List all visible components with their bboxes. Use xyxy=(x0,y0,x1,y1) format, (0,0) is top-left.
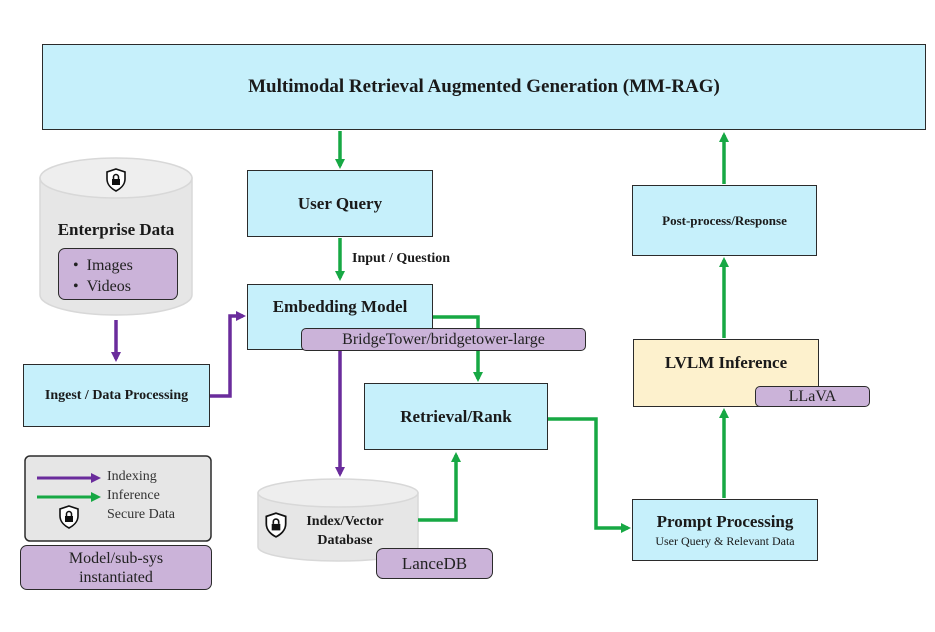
postprocess-box: Post-process/Response xyxy=(632,185,817,256)
enterprise-item-images: • Images xyxy=(73,257,133,274)
enterprise-item-videos: • Videos xyxy=(73,278,131,295)
lock-shield-icon xyxy=(103,168,129,192)
input-question-label: Input / Question xyxy=(352,251,451,266)
legend-model-subsys-tag: Model/sub-sys instantiated xyxy=(20,545,212,590)
legend-secure-label: Secure Data xyxy=(107,507,176,522)
arrow-retrieval-to-prompt xyxy=(548,417,631,533)
prompt-processing-box: Prompt Processing User Query & Relevant … xyxy=(632,499,818,561)
arrow-db-to-retrieval xyxy=(418,452,461,522)
prompt-processing-label: Prompt Processing xyxy=(656,511,794,531)
embedding-model-label: Embedding Model xyxy=(272,297,408,316)
vector-db-cylinder xyxy=(257,478,419,562)
arrow-ingest-to-embedding xyxy=(210,311,246,398)
lock-shield-icon xyxy=(262,512,290,538)
legend-model-subsys-line1: Model/sub-sys xyxy=(68,549,164,567)
legend-inference-label: Inference xyxy=(107,488,160,503)
embedding-model-tag: BridgeTower/bridgetower-large xyxy=(301,328,586,351)
vector-db-title: Index/Vector Database xyxy=(300,512,390,550)
retrieval-rank-label: Retrieval/Rank xyxy=(400,406,512,426)
lock-shield-icon xyxy=(56,505,82,529)
lvlm-model-tag: LLaVA xyxy=(755,386,870,407)
legend-indexing-label: Indexing xyxy=(107,469,157,484)
vector-db-title-line1: Index/Vector xyxy=(306,514,384,529)
legend-model-subsys-line2: instantiated xyxy=(79,568,153,586)
prompt-processing-sub: User Query & Relevant Data xyxy=(655,533,795,548)
arrow-embedding-to-retrieval xyxy=(432,315,483,382)
retrieval-rank-box: Retrieval/Rank xyxy=(364,383,548,450)
user-query-label: User Query xyxy=(297,193,383,213)
postprocess-label: Post-process/Response xyxy=(662,212,787,228)
lvlm-inference-label: LVLM Inference xyxy=(664,353,788,372)
ingest-label: Ingest / Data Processing xyxy=(44,387,189,403)
enterprise-data-title: Enterprise Data xyxy=(57,220,175,239)
page-title: Multimodal Retrieval Augmented Generatio… xyxy=(248,76,720,97)
ingest-box: Ingest / Data Processing xyxy=(23,364,210,427)
title-banner: Multimodal Retrieval Augmented Generatio… xyxy=(42,44,926,130)
vector-db-tag: LanceDB xyxy=(376,548,493,579)
enterprise-items-tag: • Images • Videos xyxy=(58,248,178,300)
user-query-box: User Query xyxy=(247,170,433,237)
vector-db-title-line2: Database xyxy=(317,533,373,548)
